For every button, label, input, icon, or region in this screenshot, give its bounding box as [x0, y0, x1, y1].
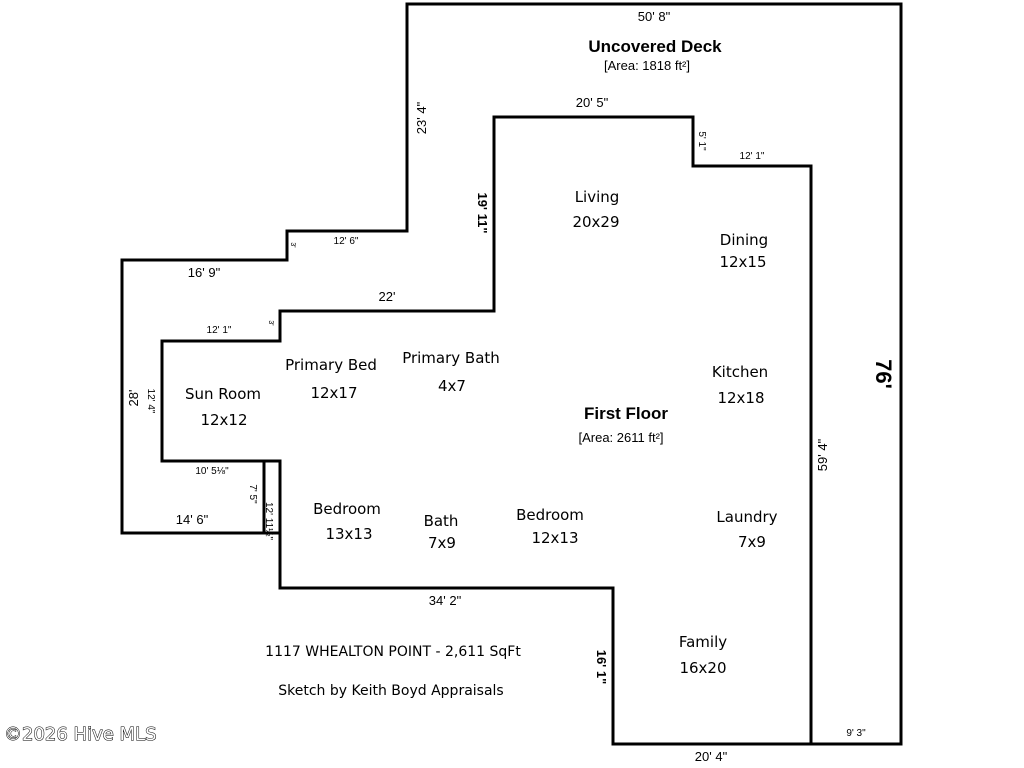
copyright-watermark: ©2026 Hive MLS [4, 724, 157, 745]
dim-house-7-5: 7' 5" [247, 484, 258, 504]
room-bedroom-2: Bedroom 12x13 [516, 506, 584, 547]
room-name: Primary Bed [285, 356, 377, 374]
room-size: 12x15 [719, 253, 766, 271]
dim-house-bottom: 34' 2" [429, 593, 462, 608]
dim-deck-right: 76' [871, 359, 896, 389]
dim-house-family-side: 16' 1" [594, 650, 609, 685]
property-address: 1117 WHEALTON POINT - 2,611 SqFt [265, 644, 521, 660]
dim-deck-left-top: 16' 9" [188, 265, 221, 280]
dim-deck-step-12-6: 12' 6" [334, 236, 359, 247]
room-name: Family [679, 633, 727, 651]
dim-deck-bottom-right: 9' 3" [846, 728, 866, 739]
deck-title: Uncovered Deck [588, 37, 722, 56]
dim-house-sun-bottom: 10' 5⅛" [195, 466, 229, 477]
room-name: Dining [720, 231, 768, 249]
room-laundry: Laundry 7x9 [716, 508, 777, 551]
dim-house-left-upper: 19' 11" [475, 192, 490, 233]
room-bedroom-1: Bedroom 13x13 [313, 500, 381, 543]
room-primary-bath: Primary Bath 4x7 [402, 349, 500, 395]
room-primary-bed: Primary Bed 12x17 [285, 356, 377, 402]
dim-deck-step-small: 3' [289, 242, 296, 247]
dim-house-step-5-1: 5' 1" [696, 131, 707, 151]
room-kitchen: Kitchen 12x18 [712, 363, 768, 407]
room-bath: Bath 7x9 [424, 512, 459, 552]
room-size: 12x12 [200, 411, 247, 429]
dim-house-top: 20' 5" [576, 95, 609, 110]
floor-area: [Area: 2611 ft²] [578, 430, 663, 445]
room-size: 16x20 [679, 659, 726, 677]
dim-house-top-right: 12' 1" [740, 151, 765, 162]
room-sun-room: Sun Room 12x12 [185, 385, 261, 429]
room-name: Living [575, 188, 620, 206]
room-size: 4x7 [438, 377, 466, 395]
room-name: Bedroom [313, 500, 381, 518]
room-name: Sun Room [185, 385, 261, 403]
room-size: 12x13 [531, 529, 578, 547]
room-size: 13x13 [325, 525, 372, 543]
room-size: 20x29 [572, 213, 619, 231]
floor-title: First Floor [584, 404, 668, 423]
house-outline [160, 115, 813, 746]
room-family: Family 16x20 [679, 633, 727, 677]
room-size: 12x17 [310, 384, 357, 402]
deck-outline [120, 2, 903, 746]
dim-house-sun-side: 12' 4" [145, 389, 156, 414]
dim-house-12-1-left: 12' 1" [207, 325, 232, 336]
room-living: Living 20x29 [572, 188, 619, 231]
sketch-credit: Sketch by Keith Boyd Appraisals [278, 683, 503, 699]
room-name: Laundry [716, 508, 777, 526]
dim-house-22: 22' [379, 289, 396, 304]
room-size: 12x18 [717, 389, 764, 407]
room-size: 7x9 [428, 534, 456, 552]
room-name: Bath [424, 512, 459, 530]
dim-house-step-3: 3' [267, 320, 274, 325]
room-size: 7x9 [738, 533, 766, 551]
dim-deck-top: 50' 8" [638, 9, 671, 24]
dim-house-right: 59' 4" [815, 438, 830, 471]
room-name: Kitchen [712, 363, 768, 381]
dim-house-family-bottom: 20' 4" [695, 749, 728, 764]
dim-house-12-11: 12' 11½" [263, 502, 274, 541]
dim-deck-left-side: 28' [126, 390, 141, 407]
room-name: Primary Bath [402, 349, 500, 367]
deck-area: [Area: 1818 ft²] [604, 58, 690, 73]
room-dining: Dining 12x15 [719, 231, 768, 271]
dim-deck-left-upper: 23' 4" [414, 101, 429, 134]
dim-deck-bottom-left: 14' 6" [176, 512, 209, 527]
room-name: Bedroom [516, 506, 584, 524]
